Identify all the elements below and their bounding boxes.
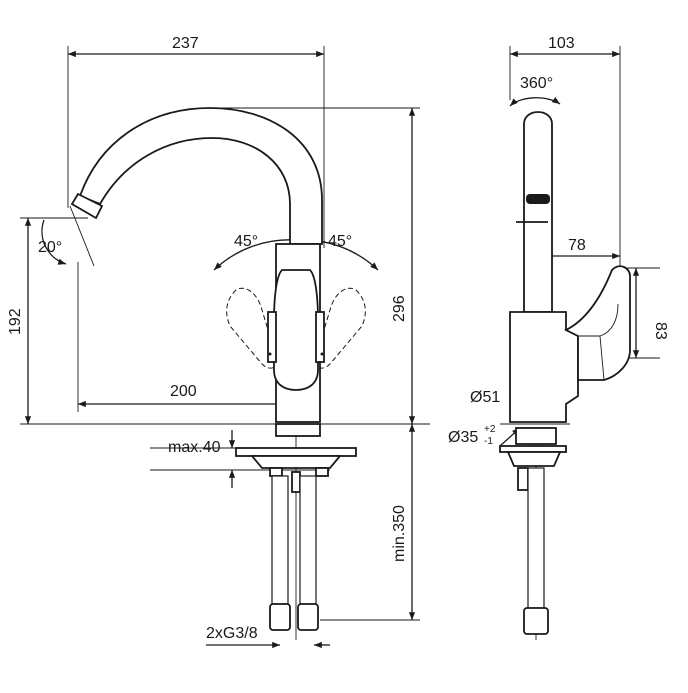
side-lever (563, 265, 631, 381)
dim-spout-reach: 200 (170, 383, 197, 400)
dim-width-total: 237 (172, 35, 199, 52)
lever-ghost-left (226, 287, 278, 369)
dim-hole-tol-plus: +2 (484, 424, 496, 435)
rotation-label: 360° (520, 75, 553, 92)
mounting-bracket (250, 455, 342, 469)
side-lever-edge (578, 303, 619, 337)
lever-dot (268, 352, 272, 356)
dim-max-thickness: max.40 (168, 439, 221, 456)
side-body (509, 311, 579, 423)
lever (273, 269, 319, 391)
dim-base-diameter: Ø51 (470, 389, 500, 406)
angle-lever-right: 45° (328, 233, 352, 250)
angle-lever-left: 45° (234, 233, 258, 250)
side-base-ring (515, 427, 557, 445)
dim-hole-tol-minus: -1 (484, 436, 493, 447)
hose-nut-right (297, 603, 319, 631)
spout-aerator (70, 192, 104, 220)
hose-right (299, 475, 317, 605)
spout (78, 107, 323, 245)
threaded-rod (291, 471, 301, 493)
dim-total-height: 296 (391, 295, 408, 322)
lever-side-left (267, 311, 277, 363)
mounting-plate (235, 447, 357, 457)
side-threaded-rod (517, 467, 529, 491)
dim-connection: 2xG3/8 (206, 625, 258, 642)
hose-left (271, 475, 289, 605)
angle-spout: 20° (38, 239, 62, 256)
lever-side-right (315, 311, 325, 363)
side-hose (527, 467, 545, 609)
dim-spout-height: 192 (7, 308, 24, 335)
side-lever-edge (599, 335, 605, 381)
side-mounting-bracket (506, 451, 562, 467)
dim-depth-total: 103 (548, 35, 575, 52)
side-aerator (526, 194, 550, 204)
spout-axis (69, 205, 95, 267)
washer (269, 467, 283, 477)
lever-ghost-right (314, 287, 366, 369)
dim-hole-diameter: Ø35 (448, 429, 478, 446)
base-ring (275, 423, 321, 437)
side-spout (523, 111, 553, 313)
lever-dot (320, 352, 324, 356)
rotation-arc (509, 96, 561, 107)
lever-arc-left (213, 239, 297, 271)
dim-lever-depth: 78 (568, 237, 586, 254)
dim-lever-height: 83 (652, 322, 669, 340)
hose-nut-left (269, 603, 291, 631)
side-hose-nut (523, 607, 549, 635)
dim-hose-length: min.350 (391, 505, 408, 562)
angle-arc-spout (41, 219, 67, 265)
washer (315, 467, 329, 477)
side-view: 103 360° 78 83 Ø51 Ø35 +2 -1 (448, 35, 669, 640)
front-view: 237 192 200 296 min.350 max.40 2xG3/8 20… (7, 35, 430, 649)
